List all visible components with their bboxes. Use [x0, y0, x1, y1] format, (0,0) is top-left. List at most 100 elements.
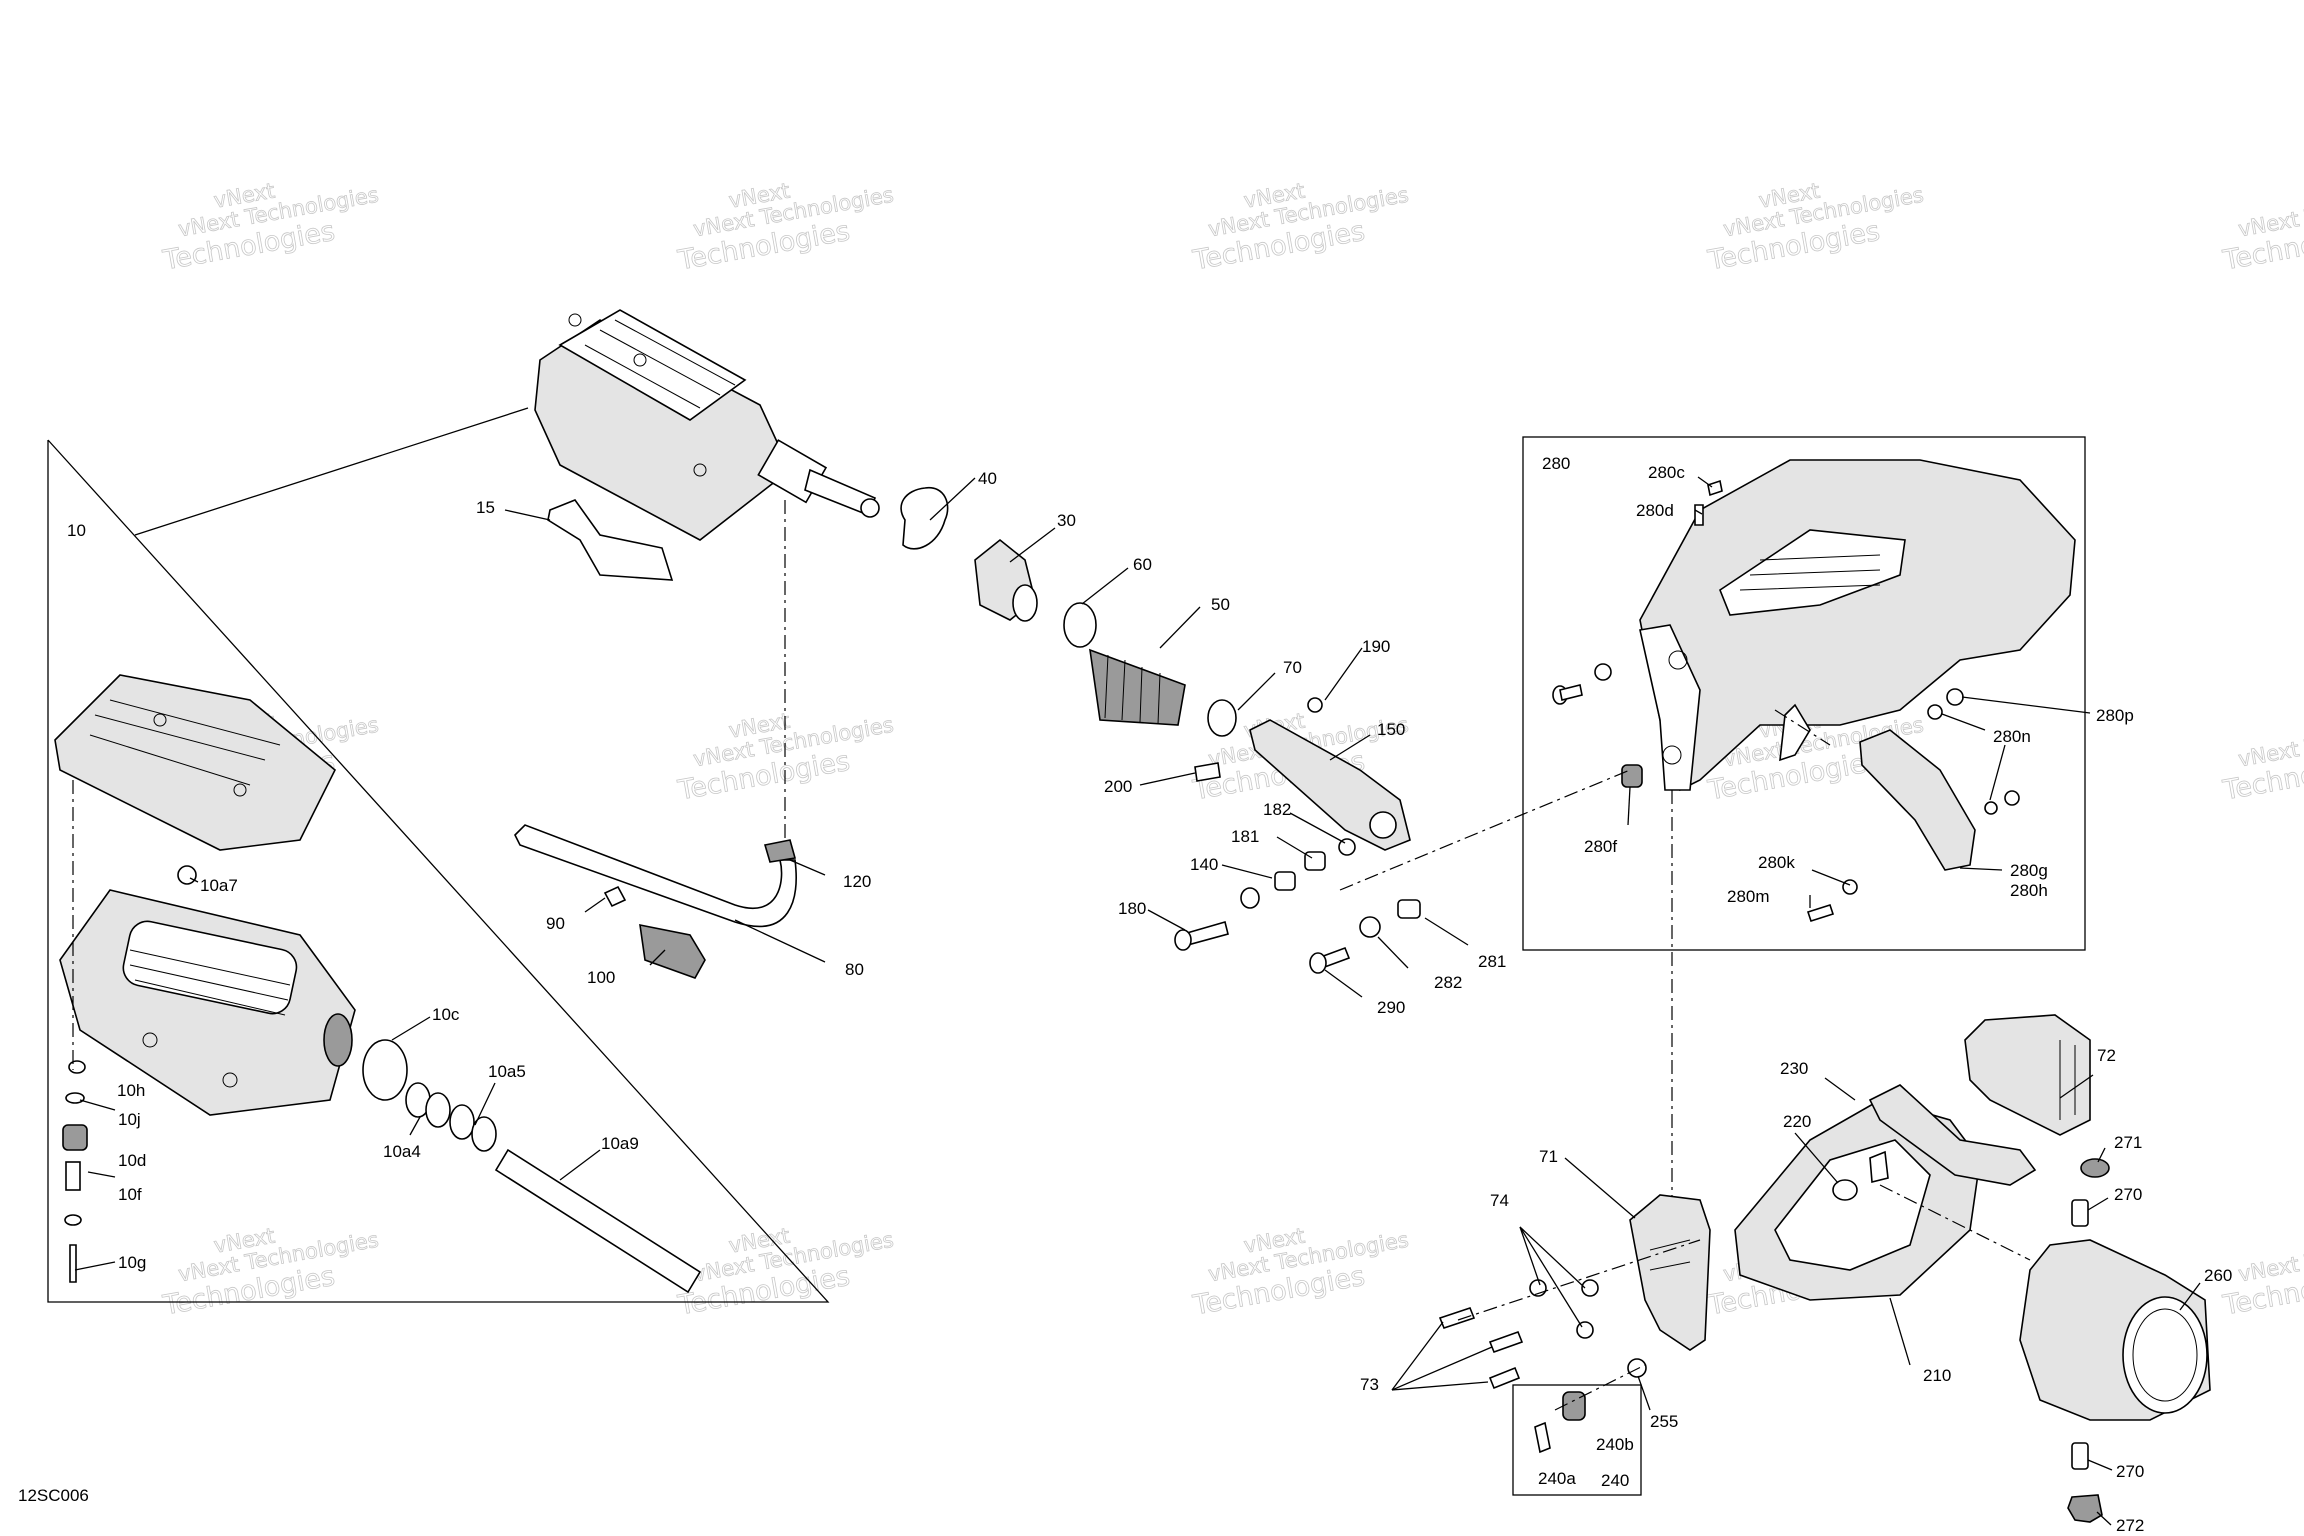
callout-282: 282	[1434, 973, 1462, 992]
part-71-bracket	[1629, 1194, 1711, 1351]
frame-10-triangle	[47, 439, 830, 1303]
part-280c-washer	[1707, 479, 1723, 497]
part-73-bolt-2	[1488, 1330, 1524, 1354]
part-272-grommet	[2067, 1494, 2103, 1523]
callout-10: 10	[67, 521, 86, 540]
callout-260: 260	[2204, 1266, 2232, 1285]
part-280-washer-left	[1594, 663, 1612, 681]
callout-280h: 280h	[2010, 881, 2048, 900]
watermark: vNext vNext Technologies Technologies	[160, 1223, 381, 1322]
callout-10g: 10g	[118, 1253, 146, 1272]
callout-271: 271	[2114, 1133, 2142, 1152]
callout-280f: 280f	[1584, 837, 1617, 856]
part-10h-nut	[68, 1060, 86, 1074]
part-73-bolt-1	[1438, 1307, 1476, 1329]
watermark: vNext vNext Technologies Technologies	[675, 178, 896, 277]
part-260-outlet	[2122, 1296, 2208, 1414]
part-280g-deflector	[1859, 729, 1976, 871]
part-72-mount	[1964, 1014, 2091, 1136]
callout-90: 90	[546, 914, 565, 933]
callout-72: 72	[2097, 1046, 2116, 1065]
callout-280p: 280p	[2096, 706, 2134, 725]
part-10a9-tube	[494, 1148, 702, 1294]
callout-290: 290	[1377, 998, 1405, 1017]
callout-255: 255	[1650, 1412, 1678, 1431]
callout-labels: 10 15 40 30 60 50 70 190 150 200 182 181…	[18, 454, 2232, 1535]
supercharger-cover	[54, 674, 337, 851]
part-220-bushing	[1832, 1179, 1858, 1201]
callout-190: 190	[1362, 637, 1390, 656]
callout-71: 71	[1539, 1147, 1558, 1166]
callout-60: 60	[1133, 555, 1152, 574]
part-10a5-ring-1	[425, 1092, 451, 1128]
callout-181: 181	[1231, 827, 1259, 846]
part-280d-screw	[1694, 504, 1704, 526]
callout-10a5: 10a5	[488, 1062, 526, 1081]
callout-280n: 280n	[1993, 727, 2031, 746]
part-74-washer-3	[1576, 1321, 1594, 1339]
part-15-bracket	[547, 499, 674, 581]
callout-50: 50	[1211, 595, 1230, 614]
part-10a7-oring	[177, 865, 197, 885]
callout-80: 80	[845, 960, 864, 979]
part-200-pin	[1194, 762, 1221, 782]
part-180-bolt-head	[1174, 929, 1192, 951]
callout-200: 200	[1104, 777, 1132, 796]
part-10f-spacer	[65, 1161, 81, 1191]
part-210-mount-inner	[1774, 1139, 1931, 1271]
callout-272: 272	[2116, 1516, 2144, 1535]
watermark: vNext vNext Technologies Technologies	[1190, 178, 1411, 277]
part-182-washer	[1338, 838, 1356, 856]
callout-74: 74	[1490, 1191, 1509, 1210]
frames	[47, 407, 2086, 1496]
callout-15: 15	[476, 498, 495, 517]
part-220-bolt	[1869, 1150, 1889, 1184]
callout-120: 120	[843, 872, 871, 891]
part-40-clamp	[900, 487, 949, 550]
part-70-clamp	[1207, 699, 1237, 737]
axis-210-to-260	[1879, 1184, 2031, 1261]
callout-280d: 280d	[1636, 501, 1674, 520]
part-181-bushing	[1304, 851, 1326, 871]
part-73-bolt-3	[1488, 1366, 1521, 1390]
callout-10a9: 10a9	[601, 1134, 639, 1153]
part-140-washer	[1240, 887, 1260, 909]
part-140-spacer	[1274, 871, 1296, 891]
part-240a-bolt	[1534, 1421, 1551, 1454]
callout-280k: 280k	[1758, 853, 1795, 872]
callout-100: 100	[587, 968, 615, 987]
part-280f-grommet	[1621, 764, 1643, 788]
part-10j-washer	[65, 1092, 85, 1104]
supercharger-assembly	[534, 309, 880, 541]
callout-220: 220	[1783, 1112, 1811, 1131]
part-74-washer-2	[1581, 1279, 1599, 1297]
part-280p-nut	[1946, 688, 1964, 706]
callout-10f: 10f	[118, 1185, 142, 1204]
supercharger-housing	[59, 889, 356, 1116]
callout-10c: 10c	[432, 1005, 460, 1024]
part-60-clamp	[1063, 602, 1097, 648]
axis-73	[1457, 1239, 1701, 1321]
callout-150: 150	[1377, 720, 1405, 739]
part-230-bracket-arm	[1868, 1084, 2037, 1186]
part-280k-washer	[1842, 879, 1858, 895]
callout-210: 210	[1923, 1366, 1951, 1385]
part-280-bolt-left-shank	[1559, 684, 1583, 701]
watermark: vNext Technologies Technologies	[2220, 712, 2304, 807]
part-280-nut-lower	[2004, 790, 2020, 806]
callout-10j: 10j	[118, 1110, 141, 1129]
watermark: vNext vNext Technologies Technologies	[675, 708, 896, 807]
axis-240	[1554, 1364, 1646, 1411]
frame-280	[1522, 436, 2086, 951]
watermark: vNext vNext Technologies Technologies	[160, 178, 381, 277]
watermark: vNext Technologies Technologies	[2220, 182, 2304, 277]
callout-140: 140	[1190, 855, 1218, 874]
callout-270-bottom: 270	[2116, 1462, 2144, 1481]
part-120-clip	[763, 839, 797, 863]
callout-280m: 280m	[1727, 887, 1770, 906]
part-280-rear-flap	[1779, 703, 1811, 762]
part-80-rod	[514, 824, 797, 928]
callout-280c: 280c	[1648, 463, 1685, 482]
frame-10-leader	[134, 407, 529, 536]
part-280n-washer	[1927, 704, 1943, 720]
